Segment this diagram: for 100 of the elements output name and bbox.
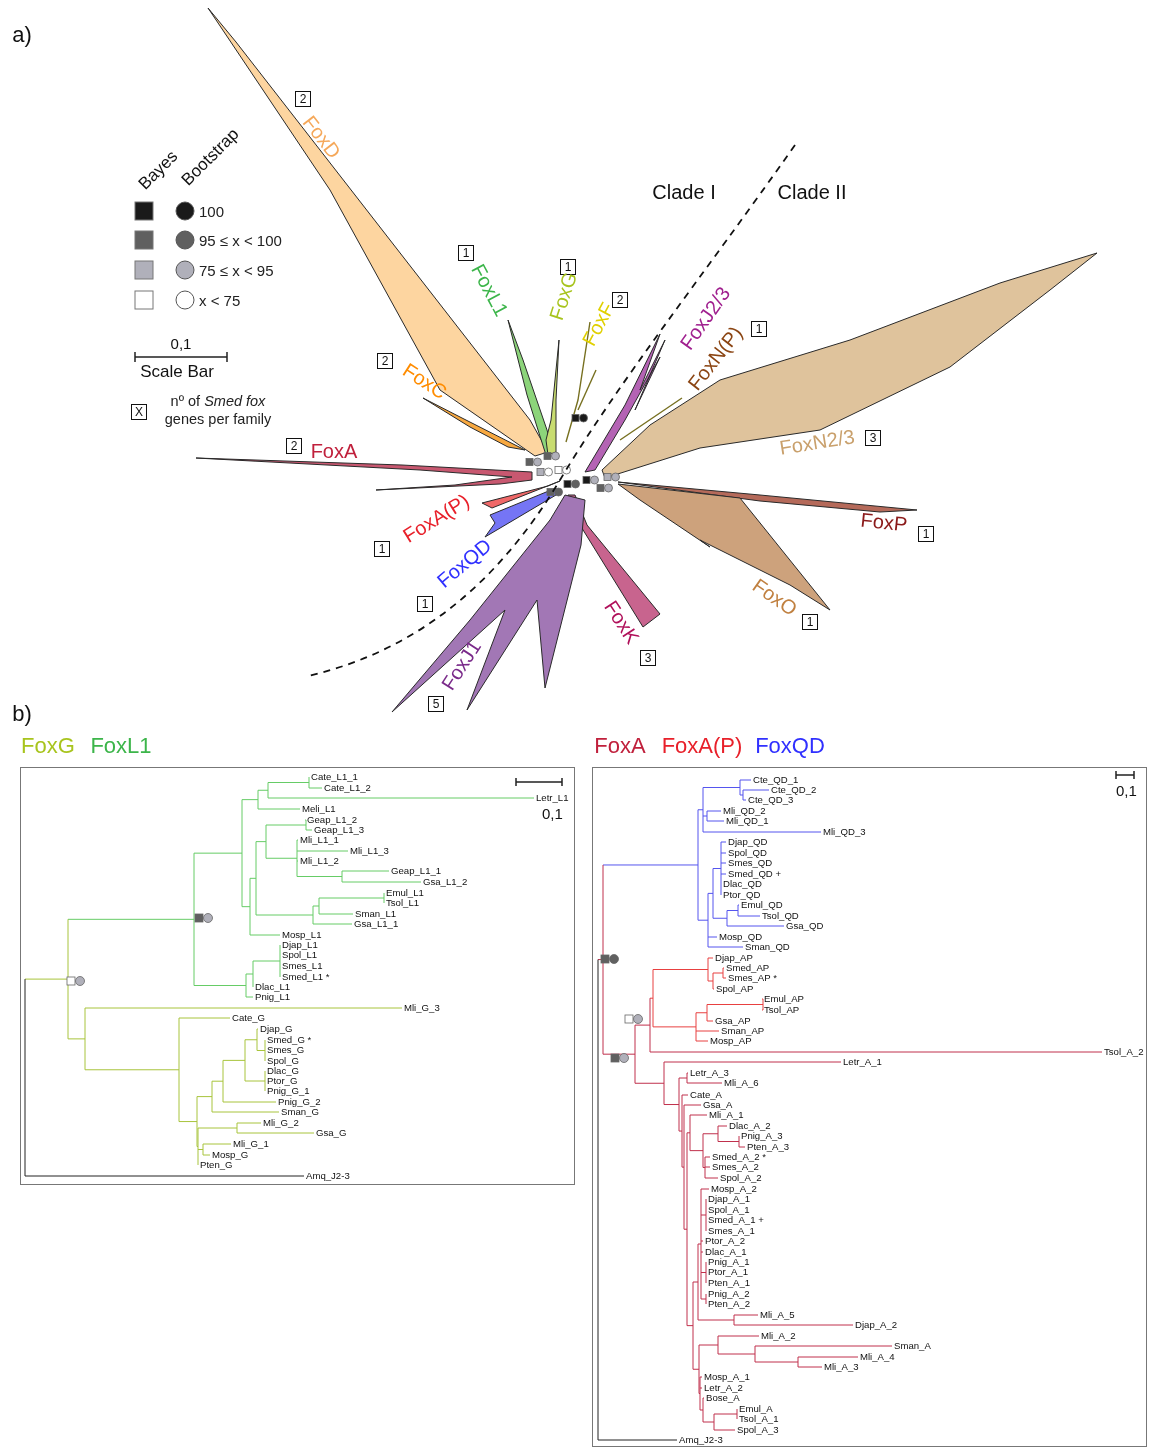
- leaf-label: Gsa_A: [703, 1099, 733, 1111]
- gene-count-box: 2: [612, 292, 628, 308]
- leaf-label: Tsol_A_2: [1104, 1046, 1144, 1058]
- gene-count-box: 1: [918, 526, 934, 542]
- leaf-label: Smes_L1: [282, 960, 323, 972]
- family-label: FoxP: [859, 509, 909, 535]
- leaf-label: Pten_A_1: [708, 1277, 751, 1289]
- leaf-label: Smed_AP: [726, 962, 770, 974]
- leaf-label: Pten_A_3: [747, 1141, 790, 1153]
- leaf-label: Mli_QD_3: [823, 826, 866, 838]
- leaf-label: Djap_AP: [715, 952, 753, 964]
- leaf-label: Pnig_G_1: [267, 1085, 310, 1097]
- leaf-label: Cte_QD_1: [753, 774, 799, 786]
- leaf-label: Sman_QD: [745, 941, 790, 953]
- leaf-label: Mli_L1_2: [300, 855, 339, 867]
- gene-count-box: 1: [417, 596, 433, 612]
- leaf-label: Mli_G_1: [233, 1138, 269, 1150]
- leaf-label: Mli_G_3: [404, 1002, 440, 1014]
- leaf-label: Pnig_L1: [255, 991, 291, 1003]
- leaf-label: Spol_L1: [282, 949, 318, 961]
- leaf-label: Ptor_A_1: [708, 1266, 748, 1278]
- leaf-label: Meli_L1: [302, 803, 336, 815]
- gene-count-box: 2: [377, 353, 393, 369]
- leaf-label: Cate_L1_1: [311, 771, 358, 783]
- leaf-label: Letr_A_1: [843, 1056, 882, 1068]
- leaf-label: Amq_J2-3: [306, 1170, 350, 1182]
- leaf-label: Smed_A_2 *: [712, 1151, 766, 1163]
- leaf-label: Spol_QD: [728, 847, 767, 859]
- legend-key-box: X: [131, 404, 147, 420]
- leaf-label: Spol_G: [267, 1055, 299, 1067]
- leaf-label: Pten_A_2: [708, 1298, 751, 1310]
- clade-label: Clade I: [652, 182, 716, 202]
- leaf-label: Spol_A_2: [720, 1172, 762, 1184]
- leaf-label: Djap_L1: [282, 939, 318, 951]
- clade-label: Clade II: [777, 182, 847, 202]
- leaf-label: Spol_AP: [716, 983, 754, 995]
- leaf-label: Pnig_G_2: [278, 1096, 321, 1108]
- legend-text: x < 75: [199, 291, 241, 309]
- leaf-label: Gsa_QD: [786, 920, 824, 932]
- leaf-label: Mli_A_2: [761, 1330, 796, 1342]
- leaf-label: Spol_A_3: [737, 1424, 779, 1436]
- leaf-label: Geap_L1_3: [314, 824, 365, 836]
- leaf-label: Dlac_QD: [723, 878, 762, 890]
- legend-text: 95 ≤ x < 100: [199, 231, 282, 249]
- panel-letter: b): [12, 703, 32, 725]
- gene-count-box: 1: [802, 614, 818, 630]
- leaf-label: Cte_QD_2: [771, 784, 817, 796]
- leaf-label: Gsa_L1_1: [354, 918, 399, 930]
- leaf-label: Pten_G: [200, 1159, 233, 1171]
- leaf-label: Tsol_AP: [764, 1004, 800, 1016]
- leaf-label: Mli_A_4: [860, 1351, 895, 1363]
- leaf-label: Ptor_QD: [723, 889, 761, 901]
- leaf-label: Mli_A_3: [824, 1361, 859, 1373]
- scale-value: 0,1: [1116, 783, 1137, 799]
- leaf-label: Emul_L1: [386, 887, 424, 899]
- gene-count-box: 1: [751, 321, 767, 337]
- leaf-label: Djap_G: [260, 1023, 293, 1035]
- leaf-label: Tsol_A_1: [739, 1413, 779, 1425]
- leaf-label: Geap_L1_1: [391, 865, 442, 877]
- leaf-label: Mosp_AP: [710, 1035, 752, 1047]
- leaf-label: Tsol_QD: [762, 910, 799, 922]
- tree-heading: FoxA: [594, 735, 646, 757]
- leaf-label: Smes_A_1: [708, 1225, 755, 1237]
- leaf-label: Djap_QD: [728, 836, 768, 848]
- leaf-label: Mli_G_2: [263, 1117, 299, 1129]
- leaf-label: Ptor_A_2: [705, 1235, 745, 1247]
- leaf-label: Smes_QD: [728, 857, 773, 869]
- leaf-label: Dlac_A_1: [705, 1246, 747, 1258]
- leaf-label: Sman_A: [894, 1340, 931, 1352]
- leaf-label: Dlac_L1: [255, 981, 291, 993]
- leaf-label: Djap_A_1: [708, 1193, 751, 1205]
- leaf-label: Smes_AP *: [728, 972, 777, 984]
- leaf-label: Pnig_A_3: [741, 1130, 783, 1142]
- legend-text: nº of Smed fox genes per family: [163, 392, 273, 428]
- legend-text: 75 ≤ x < 95: [199, 261, 274, 279]
- leaf-label: Mosp_G: [212, 1149, 249, 1161]
- leaf-label: Spol_A_1: [708, 1204, 750, 1216]
- leaf-label: Tsol_L1: [386, 897, 420, 909]
- scale-value: 0,1: [170, 335, 192, 351]
- leaf-label: Gsa_G: [316, 1127, 347, 1139]
- leaf-label: Mosp_QD: [719, 931, 763, 943]
- leaf-label: Letr_A_2: [704, 1382, 743, 1394]
- tree-heading: FoxQD: [755, 735, 825, 757]
- gene-count-box: 1: [374, 541, 390, 557]
- leaf-label: Gsa_AP: [715, 1015, 751, 1027]
- leaf-label: Djap_A_2: [855, 1319, 898, 1331]
- leaf-label: Mosp_L1: [282, 929, 322, 941]
- leaf-label: Smed_QD +: [728, 868, 782, 880]
- leaf-label: Pnig_A_1: [708, 1256, 750, 1268]
- leaf-label: Letr_L1: [536, 792, 569, 804]
- leaf-label: Sman_L1: [355, 908, 397, 920]
- leaf-label: Mli_QD_1: [726, 815, 769, 827]
- leaf-label: Dlac_A_2: [729, 1120, 771, 1132]
- leaf-label: Emul_QD: [741, 899, 783, 911]
- leaf-label: Pnig_A_2: [708, 1288, 750, 1300]
- leaf-label: Cate_L1_2: [324, 782, 371, 794]
- leaf-label: Sman_AP: [721, 1025, 765, 1037]
- leaf-label: Emul_AP: [764, 993, 804, 1005]
- leaf-label: Cte_QD_3: [748, 794, 794, 806]
- tree-heading: FoxL1: [90, 735, 152, 757]
